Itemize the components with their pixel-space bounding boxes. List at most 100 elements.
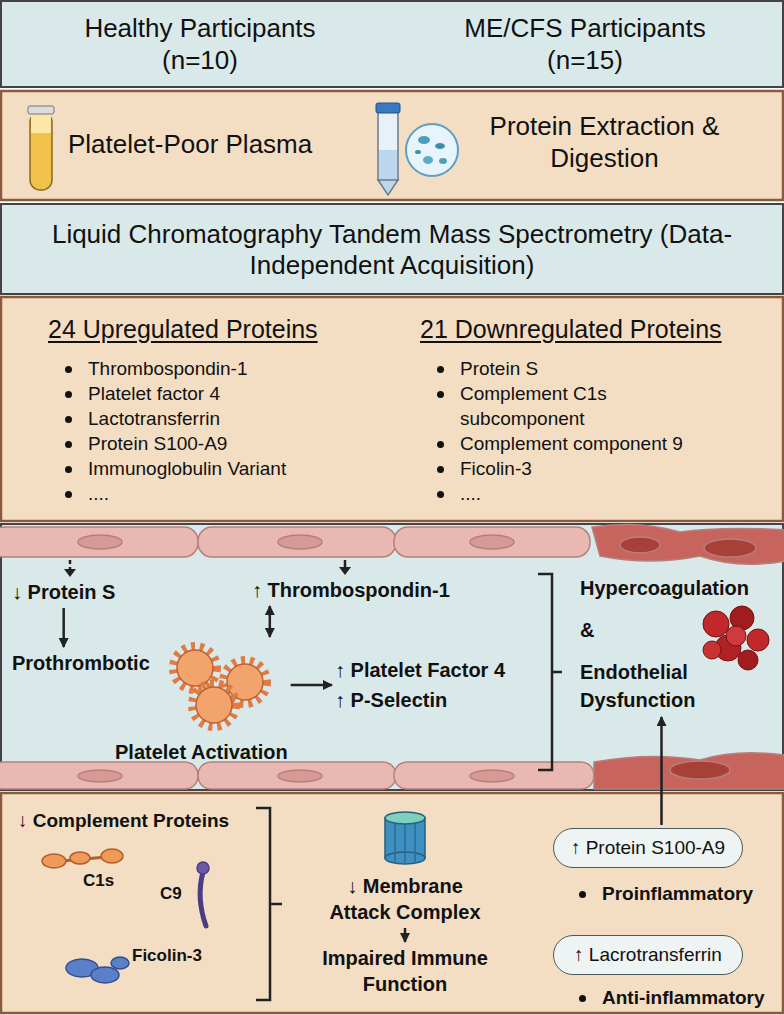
bullet-dot — [437, 441, 444, 448]
label-text: ↑ Protein S100-A9 — [571, 837, 725, 859]
band — [1, 793, 783, 1013]
bullet-item: Platelet factor 4 — [60, 381, 380, 406]
bracket — [538, 574, 562, 770]
bullet-item: .... — [60, 481, 380, 506]
bullet-item: Thrombospondin-1 — [60, 356, 380, 381]
wall-arrows — [64, 560, 351, 577]
label-text: Impaired Immune Function — [300, 945, 510, 997]
icon-label: C9 — [160, 884, 182, 904]
label-text: Healthy Participants (n=10) — [60, 12, 340, 76]
label-text: Platelet-Poor Plasma — [68, 128, 368, 160]
text-node: Platelet Activation — [115, 640, 288, 764]
band — [1, 91, 783, 200]
connector-arrow — [404, 928, 407, 942]
label-text: .... — [88, 481, 380, 506]
connector-arrow — [291, 684, 332, 687]
bullet-item: Lactotransferrin — [60, 406, 380, 431]
band — [1, 524, 783, 790]
ficolin-icon — [66, 957, 129, 983]
text-node: Prothrombotic — [12, 650, 150, 676]
label-text: Liquid Chromatography Tandem Mass Spectr… — [30, 219, 754, 281]
band: Platelet-Poor Plasma Protein Extraction &… — [0, 92, 784, 200]
bullet-dot — [437, 391, 444, 398]
icon-label: C1s — [83, 871, 114, 891]
label-text: Ficolin-3 — [460, 456, 722, 481]
label-text: Ficolin-3 — [132, 946, 202, 966]
connector-arrow — [660, 717, 663, 825]
label-text: ↑ P-Selectin — [335, 685, 505, 715]
label-text: Immunoglobulin Variant — [88, 456, 380, 481]
bullet-dot — [65, 466, 72, 473]
rounded-box: ↑ LacrotransferrinAnti-inflammatory — [553, 935, 743, 975]
label-text: C9 — [160, 884, 182, 904]
label-text: ME/CFS Participants (n=15) — [445, 12, 725, 76]
bullet-dot — [65, 416, 72, 423]
activated-platelets — [173, 646, 267, 727]
label-text: ↑ Platelet Factor 4 — [335, 655, 505, 685]
label-text: 21 Downregulated Proteins — [420, 314, 770, 344]
label-text: & — [580, 616, 760, 644]
label-text: Complement component 9 — [460, 431, 722, 456]
connector-arrow — [269, 606, 272, 637]
text-column: ME/CFS Participants (n=15) — [445, 12, 725, 76]
bullet-dot — [437, 466, 444, 473]
band: Healthy Participants (n=10) ME/CFS Partic… — [0, 0, 784, 88]
label-text: .... — [460, 481, 722, 506]
label-text: ↑ Lacrotransferrin — [574, 944, 722, 966]
bullet-item: Immunoglobulin Variant — [60, 456, 380, 481]
text-column: Liquid Chromatography Tandem Mass Spectr… — [30, 219, 754, 281]
c9-icon — [197, 862, 209, 926]
label-text: Anti-inflammatory — [602, 987, 765, 1009]
text-column: Thrombospondin-1Platelet factor 4Lactotr… — [60, 356, 380, 506]
label-text: ↓ Protein S — [12, 579, 115, 605]
text-column: Platelet-Poor Plasma — [68, 128, 368, 160]
text-node: ↓ Membrane Attack Complex — [320, 873, 490, 925]
band: ↓ Complement Proteins ↓ Membrane Attack C… — [0, 793, 784, 1015]
label-text: Protein Extraction & Digestion — [462, 110, 747, 174]
bullet-dot — [437, 491, 444, 498]
label-text: ↑ Thrombospondin-1 — [252, 577, 450, 603]
text-column: 21 Downregulated Proteins — [420, 314, 770, 344]
rounded-box: ↑ Protein S100-A9Proinflammatory — [553, 828, 743, 868]
text-column: Protein SComplement C1s subcomponentComp… — [432, 356, 722, 506]
label-text: Lactotransferrin — [88, 406, 380, 431]
label-text: Platelet factor 4 — [88, 381, 380, 406]
label-text: Complement C1s subcomponent — [460, 381, 722, 431]
band — [1, 204, 783, 294]
icon-label: Ficolin-3 — [132, 946, 202, 966]
blood-clot — [703, 606, 769, 670]
band: 24 Upregulated ProteinsThrombospondin-1P… — [0, 298, 784, 522]
band — [1, 297, 783, 521]
bullet-item: Anti-inflammatory — [574, 987, 765, 1009]
label-text: Protein S100-A9 — [88, 431, 380, 456]
bullet-item: Complement component 9 — [432, 431, 722, 456]
bullet-dot — [579, 891, 586, 898]
text-column: Protein Extraction & Digestion — [462, 110, 747, 174]
bullet-dot — [579, 995, 586, 1002]
c1s-icon — [42, 849, 123, 868]
bullet-item: Protein S — [432, 356, 722, 381]
outside-caption: Proinflammatory — [574, 883, 753, 905]
bracket — [256, 808, 282, 1000]
text-node: ↑ Thrombospondin-1 — [252, 577, 450, 603]
plasma-tube — [28, 106, 54, 190]
label-text: Prothrombotic — [12, 650, 150, 676]
label-text: C1s — [83, 871, 114, 891]
label-text: Protein S — [460, 356, 722, 381]
text-node: ↑ Platelet Factor 4↑ P-Selectin — [335, 655, 505, 715]
bullet-dot — [437, 366, 444, 373]
label-text: Thrombospondin-1 — [88, 356, 380, 381]
digestion-icon — [406, 124, 458, 176]
band — [1, 1, 783, 87]
text-node: Impaired Immune Function — [300, 945, 510, 997]
bullet-item: Proinflammatory — [574, 883, 753, 905]
label-text: Endothelial Dysfunction — [580, 658, 760, 714]
endothelium-top — [0, 524, 784, 564]
bullet-item: Protein S100-A9 — [60, 431, 380, 456]
text-column: Healthy Participants (n=10) — [60, 12, 340, 76]
bullet-item: .... — [432, 481, 722, 506]
text-column: ↓ Complement Proteins — [18, 809, 254, 833]
bullet-item: Ficolin-3 — [432, 456, 722, 481]
label-text: Hypercoagulation — [580, 574, 760, 602]
